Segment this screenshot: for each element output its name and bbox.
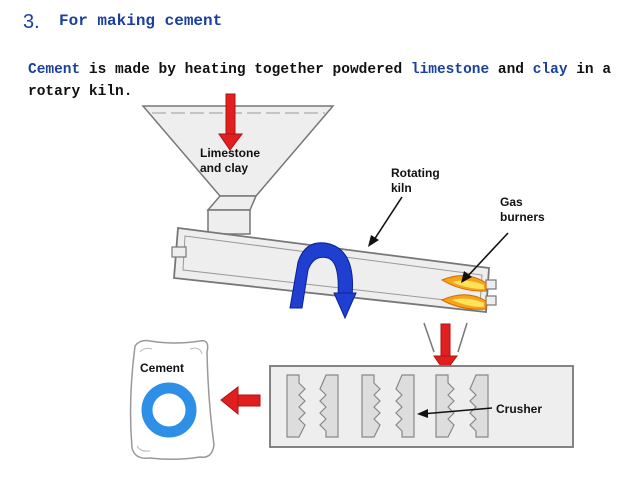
kiln-pointer-head	[368, 235, 379, 247]
crusher-pointer-head	[417, 409, 428, 418]
intro-keyword-clay: clay	[532, 62, 568, 78]
label-limestone-line2: and clay	[200, 161, 248, 175]
burner-pointer-head	[461, 271, 472, 283]
label-limestone-line1: Limestone	[200, 146, 260, 160]
intro-text: Cement is made by heating together powde…	[28, 59, 628, 103]
label-kiln-line1: Rotating	[391, 166, 440, 180]
cement-bag	[129, 339, 215, 461]
burner-pointer	[465, 232, 509, 279]
kiln-pointer	[371, 196, 403, 244]
label-burners-line1: Gas	[500, 195, 523, 209]
label-burners-line2: burners	[500, 210, 545, 224]
crusher-feed-arrow	[433, 323, 458, 373]
feed-arrow	[218, 93, 243, 151]
intro-text-part-3: in a rotary kiln.	[28, 62, 612, 100]
crusher-pointer	[421, 407, 493, 415]
crusher-feed-funnel	[423, 322, 468, 353]
rotation-arrow	[289, 242, 357, 320]
label-crusher: Crusher	[496, 402, 542, 416]
hopper	[141, 105, 335, 235]
intro-text-part-1: is made by heating together powdered	[80, 62, 411, 78]
gas-burner-flames	[440, 275, 487, 310]
output-arrow	[220, 385, 261, 416]
slide-number: 3.	[23, 11, 40, 33]
intro-keyword-limestone: limestone	[410, 62, 490, 78]
intro-text-part-2: and	[489, 62, 533, 78]
intro-keyword-cement: Cement	[28, 62, 81, 78]
crusher	[269, 365, 574, 448]
label-cement-bag: Cement	[140, 361, 184, 375]
slide-title: For making cement	[59, 12, 223, 30]
label-kiln-line2: kiln	[391, 181, 412, 195]
